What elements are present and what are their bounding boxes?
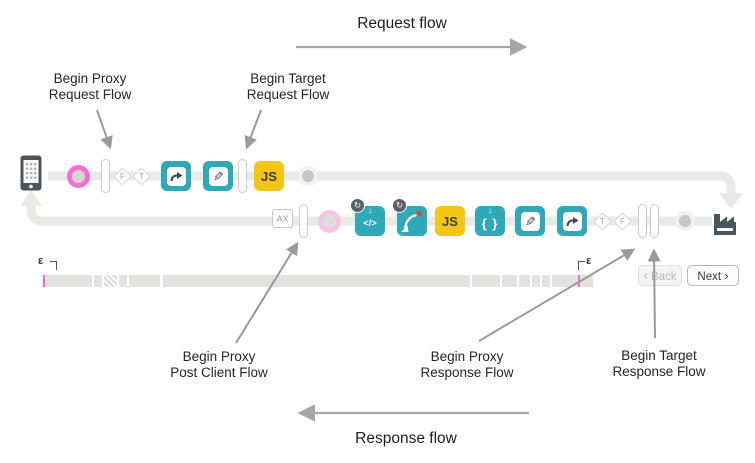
pencil-glyph: ✎ — [212, 168, 224, 184]
annotation-arrow-proxy-response — [478, 248, 636, 342]
js-label: JS — [442, 213, 458, 229]
down-arrow-icon: ↓ — [488, 206, 492, 215]
response-code-policy-icon[interactable]: ↻ ↓ </> — [350, 198, 385, 236]
proxy-request-start-marker[interactable] — [66, 164, 90, 188]
timeline-segment[interactable] — [163, 275, 470, 287]
annotation-target-request: Begin Target Request Flow — [228, 71, 348, 103]
response-condition-true-diamond[interactable]: T — [592, 211, 612, 231]
response-track-arrowhead-icon — [20, 190, 42, 206]
next-button[interactable]: Next › — [687, 265, 739, 286]
request-condition-false-diamond[interactable]: F — [112, 166, 132, 186]
target-request-flow-pill[interactable] — [237, 159, 247, 193]
proxy-response-flow-pill[interactable] — [637, 204, 647, 238]
condition-letter: T — [599, 216, 605, 226]
annotation-proxy-request: Begin Proxy Request Flow — [30, 71, 150, 103]
response-end-dot — [675, 211, 695, 231]
back-button-label: Back — [650, 271, 677, 283]
request-callout-policy-icon[interactable] — [161, 161, 191, 191]
pencil-glyph: ✎ — [524, 213, 536, 229]
timeline-segment[interactable] — [45, 275, 92, 287]
response-start-marker[interactable] — [317, 209, 341, 233]
annotation-arrow-proxy-request — [96, 109, 113, 150]
request-track-arrowhead-icon — [719, 193, 743, 209]
proxy-request-flow-pill[interactable] — [100, 159, 110, 193]
annotation-target-response: Begin Target Response Flow — [589, 348, 729, 380]
request-edit-policy-icon[interactable]: ✎ — [203, 161, 233, 191]
repeat-badge-icon: ↻ — [350, 198, 365, 213]
timeline-segment[interactable] — [94, 275, 102, 287]
chevron-right-icon: › — [724, 268, 729, 283]
epsilon-marker-right: ε — [586, 255, 592, 267]
annotation-proxy-response: Begin Proxy Response Flow — [397, 349, 537, 381]
target-server-factory-icon[interactable] — [711, 209, 739, 236]
condition-letter: T — [138, 171, 144, 181]
epsilon-bracket-right — [578, 261, 585, 270]
timeline-pink-tick — [578, 275, 580, 287]
timeline-segment-hatched[interactable] — [104, 275, 117, 287]
annotation-line: Begin Proxy — [430, 349, 504, 364]
response-edit-policy-icon[interactable]: ✎ — [515, 206, 545, 236]
annotation-arrow-target-request — [244, 109, 262, 150]
response-condition-false-diamond[interactable]: F — [612, 211, 632, 231]
annotation-line: Response Flow — [420, 365, 514, 380]
post-client-flow-pill[interactable] — [298, 204, 308, 238]
pencil-icon: ✎ — [520, 211, 540, 231]
response-callout-policy-icon[interactable] — [557, 206, 587, 236]
pencil-icon: ✎ — [208, 166, 228, 186]
next-button-label: Next — [697, 271, 722, 283]
down-arrow-icon: ↓ — [368, 206, 372, 215]
timeline-segment[interactable] — [502, 275, 517, 287]
timeline-segment[interactable] — [519, 275, 530, 287]
annotation-arrow-post-client — [235, 241, 299, 344]
repeat-badge-icon: ↻ — [392, 198, 407, 213]
timeline-segment[interactable] — [532, 275, 540, 287]
annotation-line: Post Client Flow — [170, 365, 268, 380]
annotation-line: Begin Proxy — [53, 71, 127, 86]
response-braces-policy-icon[interactable]: ↓ { } — [475, 206, 505, 236]
chevron-left-icon: ‹ — [643, 268, 648, 283]
timeline-segment[interactable] — [129, 275, 160, 287]
request-end-dot — [298, 166, 318, 186]
client-device-icon[interactable] — [20, 155, 42, 191]
js-label: JS — [261, 168, 277, 184]
annotation-line: Begin Proxy — [182, 349, 256, 364]
response-flow-title: Response flow — [355, 430, 457, 447]
response-javascript-policy-icon[interactable]: JS — [435, 206, 465, 236]
epsilon-marker-left: ε — [38, 255, 44, 267]
share-arrow-icon — [166, 166, 186, 186]
share-arrow-icon — [562, 211, 582, 231]
annotation-line: Request Flow — [48, 87, 132, 102]
condition-letter: F — [619, 216, 625, 226]
annotation-line: Begin Target — [621, 348, 697, 363]
annotation-post-client: Begin Proxy Post Client Flow — [149, 349, 289, 381]
annotation-line: Request Flow — [246, 87, 330, 102]
back-button[interactable]: ‹ Back — [638, 265, 682, 286]
annotation-line: Response Flow — [612, 364, 706, 379]
braces-glyph: { } — [481, 215, 499, 231]
request-javascript-policy-icon[interactable]: JS — [254, 161, 284, 191]
request-track — [48, 171, 736, 194]
condition-letter: F — [119, 171, 125, 181]
analytics-ax-marker[interactable]: AX — [272, 209, 293, 228]
repeat-glyph: ↻ — [353, 200, 362, 210]
response-fault-policy-icon[interactable]: ↻ — [392, 198, 427, 236]
request-flow-title: Request flow — [357, 15, 447, 32]
annotation-line: Begin Target — [250, 71, 326, 86]
timeline-pink-tick — [43, 275, 45, 287]
ax-label: AX — [276, 213, 289, 224]
timeline-segment[interactable] — [552, 275, 593, 287]
timeline-segment[interactable] — [472, 275, 500, 287]
target-response-flow-pill[interactable] — [649, 204, 659, 238]
repeat-glyph: ↻ — [395, 200, 404, 210]
timeline-segment[interactable] — [542, 275, 550, 287]
timeline-segment[interactable] — [119, 275, 127, 287]
code-glyph: </> — [363, 218, 377, 229]
request-condition-true-diamond[interactable]: T — [131, 166, 151, 186]
epsilon-bracket-left — [50, 261, 57, 270]
